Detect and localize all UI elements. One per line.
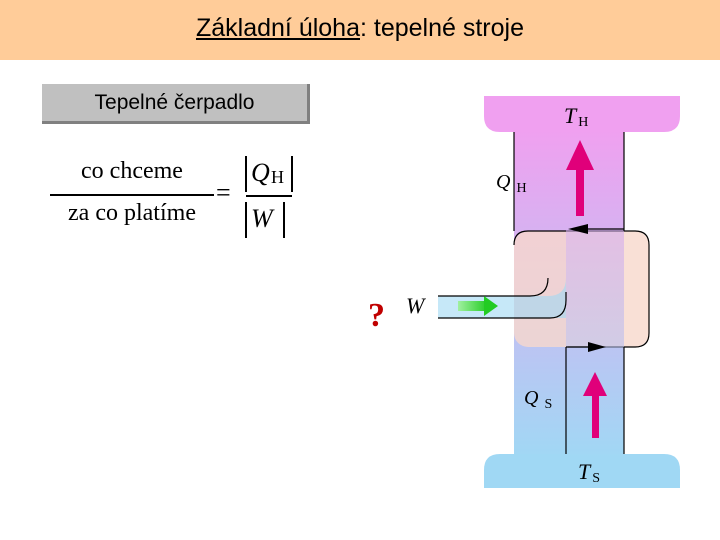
abs-bar-right — [283, 202, 285, 238]
arrow-right-w-icon — [458, 296, 498, 316]
flow-arrow-bottom — [588, 342, 606, 352]
heat-pump-label-box: Tepelné čerpadlo — [42, 84, 310, 124]
heat-pump-label: Tepelné čerpadlo — [94, 91, 255, 114]
arrow-up-qs-icon — [583, 372, 607, 438]
title-rest: : tepelné stroje — [360, 14, 524, 42]
formula-q-symbol: Q — [251, 158, 270, 187]
efficiency-formula: co chceme za co platíme = Q H W — [48, 150, 318, 242]
cold-subscript: S — [592, 471, 600, 486]
qh-symbol: Q — [496, 171, 511, 193]
title-underlined: Základní úloha — [195, 14, 360, 42]
hot-symbol: T — [564, 103, 578, 128]
work-channel-outline — [438, 277, 567, 319]
qh-subscript: H — [516, 181, 526, 196]
title-bar — [0, 0, 720, 60]
qs-subscript: S — [544, 397, 552, 412]
formula-abs-w: W — [245, 202, 295, 238]
abs-bar-left — [245, 156, 247, 192]
qs-symbol: Q — [524, 387, 539, 409]
page-title: Základní úloha: tepelné stroje — [0, 14, 720, 43]
engine-box-outline — [513, 230, 650, 348]
formula-q-subscript: H — [271, 167, 284, 187]
formula-denominator: za co platíme — [68, 200, 196, 226]
formula-equals: = — [216, 178, 231, 207]
hot-reservoir — [484, 96, 680, 132]
formula-rhs-line — [246, 195, 292, 197]
hot-subscript: H — [578, 115, 588, 130]
cold-symbol: T — [578, 459, 592, 484]
formula-numerator: co chceme — [81, 158, 183, 184]
work-label: W — [406, 293, 426, 318]
cold-reservoir — [484, 454, 680, 488]
abs-bar-right — [291, 156, 293, 192]
formula-w-symbol: W — [251, 204, 273, 233]
arrow-up-qh-icon — [566, 140, 594, 216]
flow-arrow-top — [568, 224, 588, 234]
abs-bar-left — [245, 202, 247, 238]
formula-abs-qh: Q H — [245, 156, 295, 192]
question-mark: ? — [368, 297, 385, 334]
formula-fraction-line — [50, 194, 214, 196]
